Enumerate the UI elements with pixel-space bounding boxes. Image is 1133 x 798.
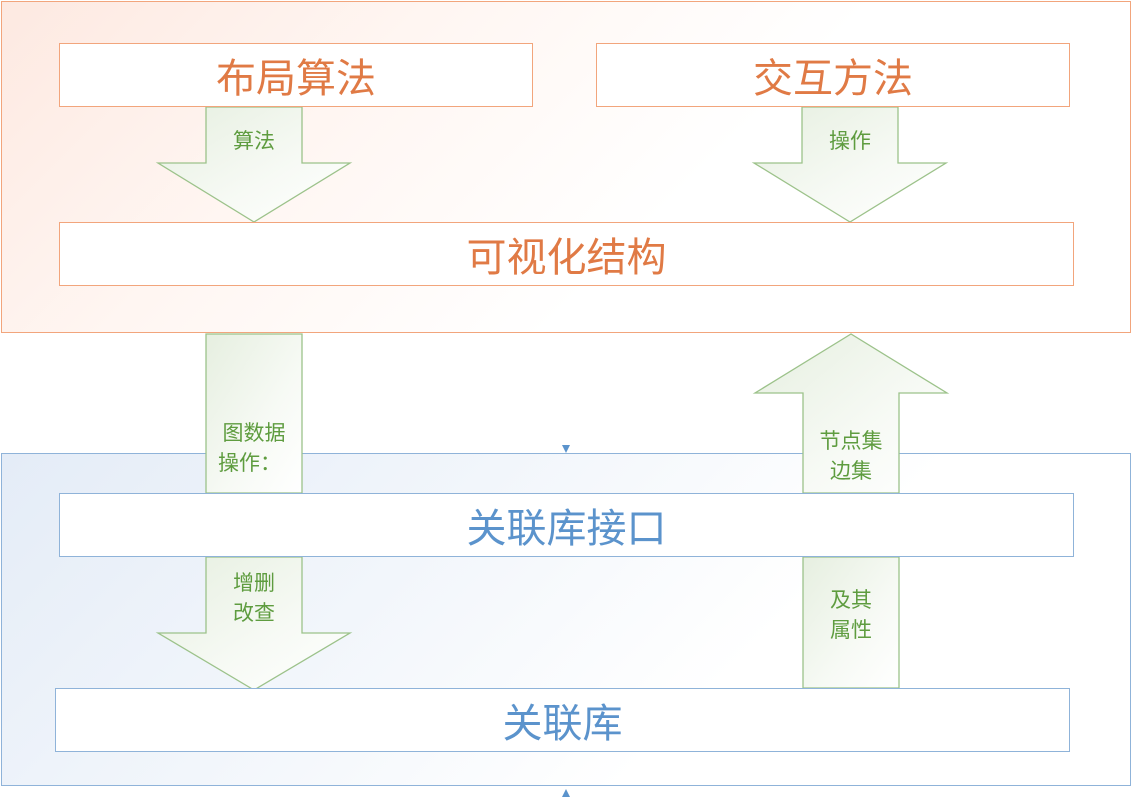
- arrow-node-edge-sets-label: 节点集 边集: [803, 426, 899, 486]
- label-line: 属性: [830, 618, 872, 642]
- arrow-graph-data-ops-label: 图数据 操作：: [206, 418, 302, 478]
- relational-db-interface-label: 关联库接口: [466, 506, 667, 552]
- label-line: 操作: [829, 129, 871, 153]
- arrow-operation-down: [751, 106, 949, 223]
- label-line: 节点集: [819, 429, 883, 453]
- visual-structure-box[interactable]: 可视化结构: [59, 222, 1074, 286]
- arrow-algorithm-down: [155, 106, 353, 223]
- interaction-method-label: 交互方法: [753, 56, 913, 102]
- label-line: 算法: [233, 129, 275, 153]
- label-line: 改查: [233, 601, 275, 625]
- visual-structure-label: 可视化结构: [466, 235, 667, 281]
- layout-algorithm-label: 布局算法: [216, 56, 376, 102]
- interaction-method-box[interactable]: 交互方法: [596, 43, 1070, 107]
- label-line: 增删: [233, 571, 275, 595]
- label-line: 图数据: [222, 421, 286, 445]
- marker-triangle-up: [562, 789, 570, 797]
- marker-triangle-down: [562, 445, 570, 453]
- label-line: 边集: [830, 459, 872, 483]
- label-line: 及其: [830, 588, 872, 612]
- relational-db-box[interactable]: 关联库: [55, 688, 1070, 752]
- arrow-crud-down: [155, 556, 353, 691]
- relational-db-label: 关联库: [502, 701, 623, 747]
- layout-algorithm-box[interactable]: 布局算法: [59, 43, 533, 107]
- arrow-crud-label: 增删 改查: [206, 568, 302, 628]
- relational-db-interface-box[interactable]: 关联库接口: [59, 493, 1074, 557]
- label-line: 操作：: [218, 451, 281, 475]
- arrow-node-edge-sets-up: [752, 333, 950, 494]
- arrow-operation-label: 操作: [802, 126, 898, 156]
- arrow-algorithm-label: 算法: [206, 126, 302, 156]
- arrow-attributes-label: 及其 属性: [803, 585, 899, 645]
